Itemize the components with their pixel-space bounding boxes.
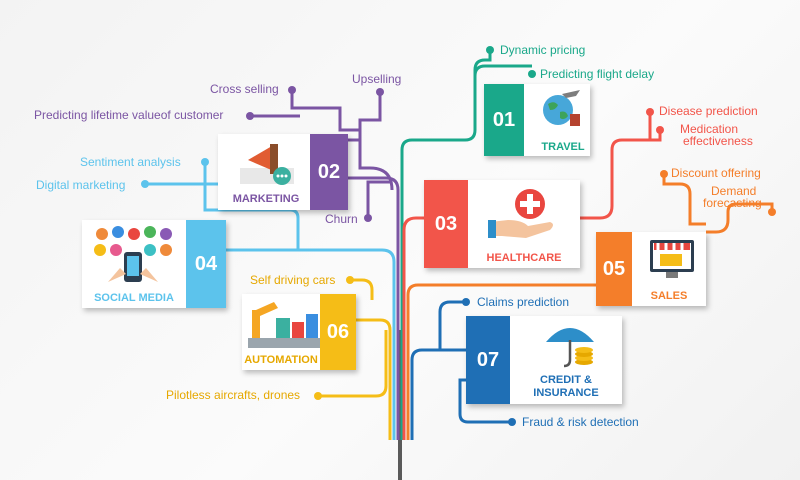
card-automation: AUTOMATION 06 [242,294,356,370]
label-fraud-risk-detection: Fraud & risk detection [522,415,639,429]
label-disease-prediction: Disease prediction [659,104,758,118]
credit-number: 07 [466,316,510,404]
label-pilotless-aircrafts: Pilotless aircrafts, drones [166,388,301,402]
label-sentiment-analysis: Sentiment analysis [80,155,181,169]
shop-cart-icon [650,240,694,278]
credit-title-line1: CREDIT & [540,374,592,386]
label-effectiveness: effectiveness [683,134,753,148]
travel-title: TRAVEL [541,141,585,153]
hand-medical-cross-icon [488,189,553,238]
sales-title: SALES [650,290,688,302]
label-predicting-flight-delay: Predicting flight delay [540,67,655,81]
label-forecasting: forecasting [703,196,762,210]
automation-title: AUTOMATION [244,354,318,366]
travel-number: 01 [484,84,524,156]
label-discount-offering: Discount offering [671,166,761,180]
label-dynamic-pricing: Dynamic pricing [500,43,586,57]
automation-number: 06 [320,294,356,370]
healthcare-title: HEALTHCARE [486,252,562,264]
social-media-number: 04 [186,220,226,308]
card-social-media: SOCIAL MEDIA 04 [82,220,226,308]
robot-arm-icon [248,302,320,348]
card-travel: 01 TRAVEL [484,84,590,156]
card-healthcare: 03 HEALTHCARE [424,180,580,268]
people-network-icon [94,226,172,282]
label-digital-marketing: Digital marketing [36,178,126,192]
marketing-title: MARKETING [232,193,300,205]
credit-branch [410,348,466,440]
label-self-driving-cars: Self driving cars [250,273,336,287]
label-medication: Medication [680,122,739,136]
label-predicting-lifetime-value: Predicting lifetime valueof customer [34,108,224,122]
label-churn: Churn [325,212,358,226]
megaphone-icon [240,144,294,185]
social-media-branch [224,248,396,440]
card-credit-insurance: 07 CREDIT & INSURANCE [466,316,622,404]
card-sales: 05 SALES [596,232,706,306]
globe-airplane-icon [543,90,580,126]
label-demand: Demand [711,184,757,198]
label-cross-selling: Cross selling [210,82,279,96]
label-upselling: Upselling [352,72,402,86]
label-claims-prediction: Claims prediction [477,295,570,309]
sales-branch [406,283,596,440]
travel-branch [400,64,532,440]
automation-branch [356,318,392,440]
social-media-title: SOCIAL MEDIA [94,292,174,304]
sales-number: 05 [596,232,632,306]
umbrella-coins-icon [546,328,594,368]
healthcare-branch [402,216,424,440]
marketing-branch [335,176,400,440]
marketing-number: 02 [310,134,348,210]
healthcare-number: 03 [424,180,468,268]
credit-title-line2: INSURANCE [533,387,599,399]
card-marketing: MARKETING 02 [218,134,348,210]
